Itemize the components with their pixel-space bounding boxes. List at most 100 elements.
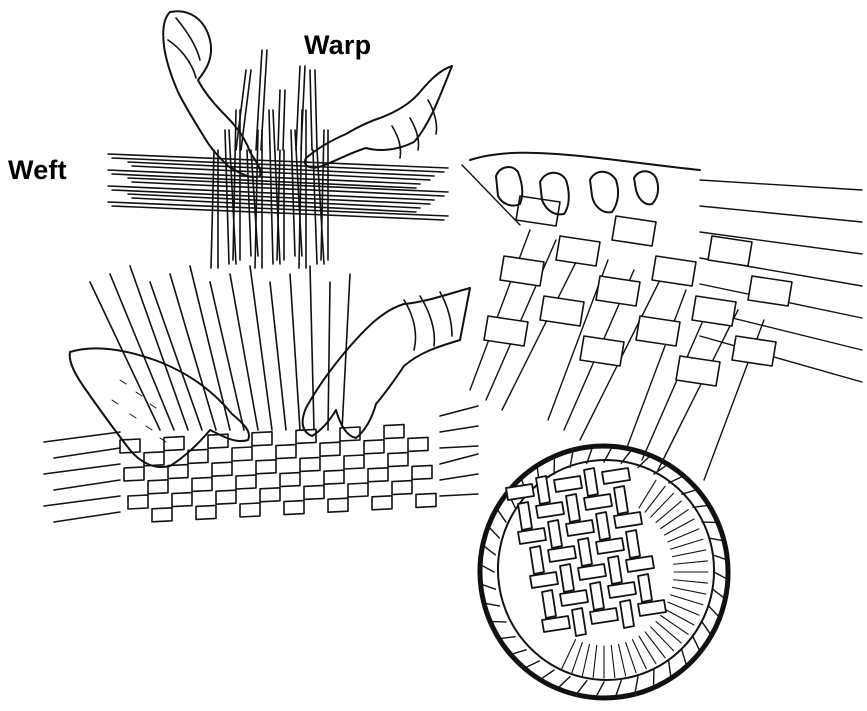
wall-texture [639,480,656,508]
mat-cell [300,457,320,471]
base-cell-vertical [560,564,574,592]
rim-wrap [669,476,683,483]
base-cell-vertical [626,530,640,558]
mat-cell [328,498,348,512]
rim-wrap [638,457,649,468]
weave-cell [596,276,640,306]
mat-cell [364,440,384,454]
rim-wrap [635,677,638,692]
mat-cell [344,455,364,469]
mat-cell [412,465,432,479]
weave-cell [612,216,656,246]
panel-1-right-hand [305,66,452,168]
rim-wrap [709,606,720,617]
mat-cell [124,467,144,481]
mat-cell [340,427,360,441]
mat-cell [284,501,304,515]
mat-cell [232,447,252,461]
mat-cell [216,490,236,504]
rim-wrap [497,509,506,522]
wall-texture [672,587,705,594]
mat-cell [188,449,208,463]
wall-texture [672,550,705,557]
panel-3-strands [44,266,478,522]
strand-down [470,230,530,390]
wall-texture [645,486,665,512]
wall-texture [593,646,597,678]
weft-strand [108,154,448,168]
weave-cell [708,236,752,266]
mat-cell [252,432,272,446]
mat-cell [348,483,368,497]
mat-cell [152,508,172,522]
wall-texture [651,493,674,517]
panel-1-left-hand [163,11,260,177]
weave-cell [636,316,680,346]
panel-2-weave-cells [484,196,792,386]
weave-cell [516,196,560,226]
base-cell-vertical [620,600,634,628]
base-cell-vertical [530,546,544,574]
mat-cell [392,481,412,495]
upper-strand [90,282,160,430]
mat-cell [148,480,168,494]
mat-cell [408,437,428,451]
rim-wrap [693,637,700,651]
panel-3-woven-mat [120,425,436,522]
upper-strand [290,274,300,430]
base-cell-vertical [638,574,652,602]
rim-wrap [511,650,526,654]
base-cell-vertical [578,538,592,566]
panel-1-starting-weave [108,11,452,268]
mat-cell [372,496,392,510]
wall-texture [656,622,681,643]
panel-3-right-cuff [404,292,452,350]
base-cell-horizontal [602,468,630,484]
weft-label: Weft [8,155,67,186]
base-cell-vertical [572,608,586,636]
basket-woven-base [506,468,666,636]
mat-cell [276,445,296,459]
mat-cell [260,488,280,502]
weave-cell [652,256,696,286]
panel-1-left-cuff [168,18,200,78]
right-strand [440,446,478,448]
rim-wrap [682,490,697,494]
warp-strand-upper [283,90,285,150]
right-strand [440,426,478,432]
panel-3-left-hand [70,348,249,467]
base-cell-vertical [584,468,598,496]
wall-texture [582,644,589,675]
right-strand [440,454,478,464]
rim-wrap [489,527,500,538]
rim-wrap [702,622,711,635]
panel-2-checker-closeup [462,153,862,480]
mat-cell [320,442,340,456]
warp-strand [291,130,295,256]
left-strand [44,496,120,506]
strand-right [700,206,862,222]
left-strand [44,432,120,442]
rim-wrap [597,682,604,696]
wall-texture [674,580,708,583]
wall-texture [674,561,708,564]
wall-texture [671,539,703,549]
base-cell-vertical [548,520,562,548]
upper-strand [328,282,330,430]
panel-4-finished-basket [464,430,745,706]
left-strand [54,480,120,490]
base-cell-vertical [608,556,622,584]
warp-label: Warp [304,30,371,61]
base-cell-vertical [590,582,604,610]
warp-strand-upper [310,70,312,150]
base-cell-vertical [596,512,610,540]
right-strand [440,494,478,496]
mat-cell [196,505,216,519]
upper-strand [110,274,174,430]
right-strand [440,406,478,416]
panel-2-fingers [470,153,700,215]
mat-cell [172,493,192,507]
base-cell-vertical [566,494,580,522]
rim-wrap [499,637,515,639]
